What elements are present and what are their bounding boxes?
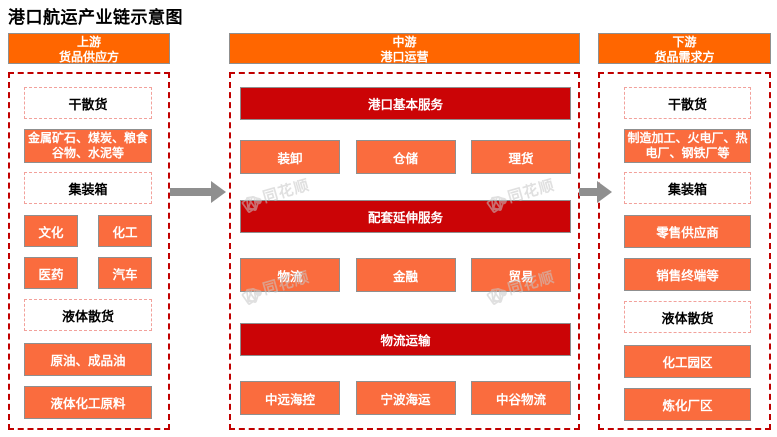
upstream-item-automobile: 汽车 <box>98 257 152 289</box>
midstream-header-line2: 港口运营 <box>380 50 429 64</box>
midstream-item-tally: 理货 <box>471 140 571 174</box>
upstream-dry-bulk-items: 金属矿石、煤炭、粮食谷物、水泥等 <box>24 129 152 163</box>
midstream-logistics-transport-row: 中远海控 宁波海运 中谷物流 <box>240 381 571 415</box>
downstream-category-liquid-bulk: 液体散货 <box>624 301 751 333</box>
midstream-header: 中游 港口运营 <box>229 33 580 64</box>
downstream-frame: 干散货 制造加工、火电厂、热电厂、钢铁厂等 集装箱 零售供应商 销售终端等 液体… <box>598 72 771 430</box>
midstream-section-logistics-transport: 物流运输 <box>240 323 571 356</box>
downstream-item-chemical-park: 化工园区 <box>624 345 751 378</box>
midstream-extended-services-row: 物流 金融 贸易 <box>240 258 571 292</box>
midstream-item-cosco: 中远海控 <box>240 381 340 415</box>
downstream-item-sales-terminal: 销售终端等 <box>624 258 751 291</box>
downstream-header-line1: 下游 <box>672 35 697 49</box>
upstream-header-line1: 上游 <box>76 35 101 49</box>
midstream-section-basic-services: 港口基本服务 <box>240 87 571 120</box>
midstream-item-finance: 金融 <box>355 258 456 292</box>
upstream-category-liquid-bulk: 液体散货 <box>24 299 152 331</box>
midstream-item-logistics: 物流 <box>240 258 340 292</box>
upstream-item-chemical: 化工 <box>98 215 152 247</box>
midstream-item-trade: 贸易 <box>471 258 571 292</box>
arrow-shaft <box>579 188 597 196</box>
downstream-item-retail-supplier: 零售供应商 <box>624 215 751 248</box>
upstream-header: 上游 货品供应方 <box>8 33 170 64</box>
arrow-head-icon <box>211 181 226 203</box>
midstream-item-warehousing: 仓储 <box>355 140 456 174</box>
midstream-item-loading: 装卸 <box>240 140 340 174</box>
arrow-upstream-to-midstream <box>170 181 226 203</box>
arrow-head-icon <box>597 181 612 203</box>
midstream-section-extended-services: 配套延伸服务 <box>240 200 571 233</box>
midstream-item-zhonggu-logistics: 中谷物流 <box>471 381 571 415</box>
downstream-dry-bulk-items: 制造加工、火电厂、热电厂、钢铁厂等 <box>624 129 751 163</box>
midstream-basic-services-row: 装卸 仓储 理货 <box>240 140 571 174</box>
upstream-category-dry-bulk: 干散货 <box>24 87 152 119</box>
downstream-category-container: 集装箱 <box>624 172 751 204</box>
upstream-container-row-1: 文化 化工 <box>24 215 152 247</box>
midstream-header-line1: 中游 <box>392 35 417 49</box>
midstream-item-ningbo-marine: 宁波海运 <box>355 381 456 415</box>
upstream-category-container: 集装箱 <box>24 172 152 204</box>
upstream-item-crude-oil: 原油、成品油 <box>24 343 152 376</box>
page-title: 港口航运产业链示意图 <box>8 8 183 27</box>
arrow-shaft <box>170 188 211 196</box>
arrow-midstream-to-downstream <box>579 181 612 203</box>
upstream-container-row-2: 医药 汽车 <box>24 257 152 289</box>
upstream-frame: 干散货 金属矿石、煤炭、粮食谷物、水泥等 集装箱 文化 化工 医药 汽车 液体散… <box>8 72 170 430</box>
upstream-item-culture: 文化 <box>24 215 78 247</box>
downstream-header-line2: 货品需求方 <box>654 50 715 64</box>
upstream-item-liquid-chemical: 液体化工原料 <box>24 386 152 419</box>
midstream-frame: 港口基本服务 装卸 仓储 理货 配套延伸服务 物流 金融 贸易 物流运输 中远海… <box>229 72 580 430</box>
upstream-item-medicine: 医药 <box>24 257 78 289</box>
downstream-item-refinery-area: 炼化厂区 <box>624 388 751 421</box>
downstream-header: 下游 货品需求方 <box>598 33 771 64</box>
upstream-header-line2: 货品供应方 <box>58 50 119 64</box>
downstream-category-dry-bulk: 干散货 <box>624 87 751 119</box>
